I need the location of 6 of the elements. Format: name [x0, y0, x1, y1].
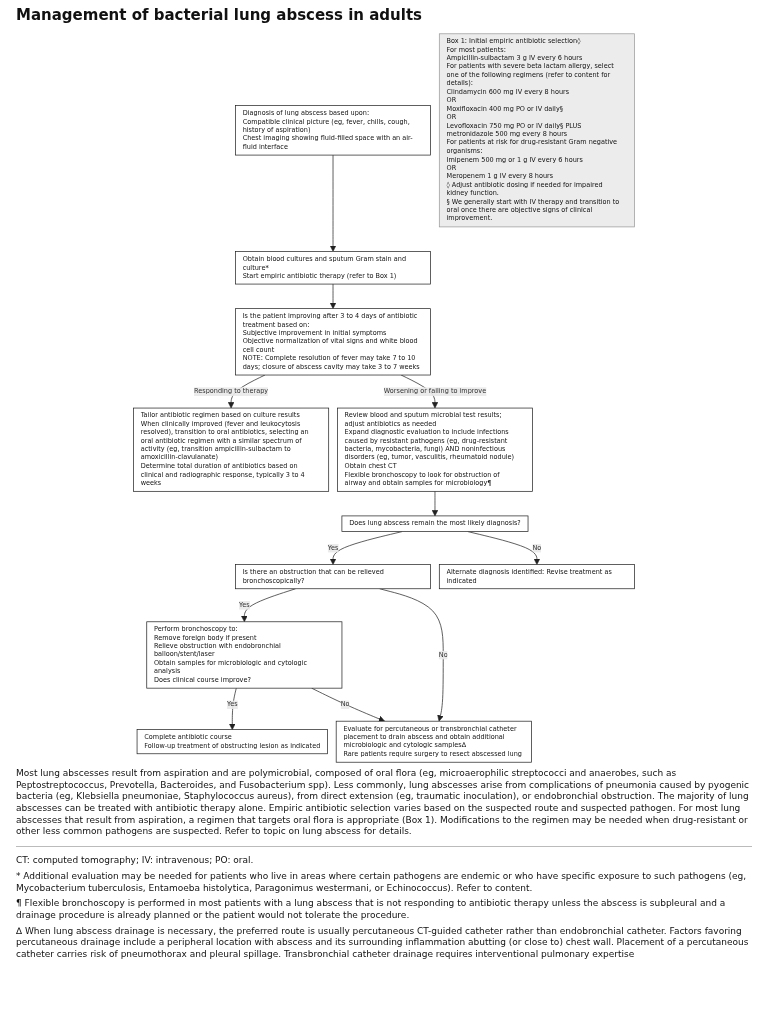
diagram-title: Management of bacterial lung abscess in adults [16, 6, 424, 24]
footnote: ¶ Flexible bronchoscopy is performed in most patients with a lung abscess that is not responding to antibiotic therapy unless the abscess is subpleural and a drainage procedure is already planned or the patient would not tolerate the procedure. [16, 898, 727, 922]
footnote: * Additional evaluation may be needed for patients who live in areas where certain pathogens are endemic or who have specific exposure to such pathogens (eg, Mycobacterium tuberculosis, Entamoeba histolytica, Paragonimus westermani, or Echinococcus). Refer to content. [16, 870, 748, 895]
footnote: CT: computed tomography; IV: intravenous; PO: oral. [16, 855, 255, 867]
footnote: ∆ When lung abscess drainage is necessary, the preferred route is usually percutaneous CT-guided catheter rather than endobronchial catheter. Factors favoring percutaneous drainage include a peripheral location with abscess and its surrounding inflammation abutting (or close to) chest wall. Placement of a percutaneous catheter carries risk of pneumothorax and pleural spillage. Transbronchial catheter drainage requires interventional pulmonary expertise [16, 925, 750, 961]
description-paragraph: Most lung abscesses result from aspiration and are polymicrobial, composed of oral flora (eg, microaerophilic streptococci and anaerobes, such as Peptostreptococcus, Prevotella, Bacteroides, and Fusobacterium spp). Less commonly, lung abscesses arise from complications of pneumonia caused by pyogenic bacteria (eg, Klebsiella pneumoniae, Staphylococcus aureus), from direct extension (eg, traumatic inoculation), or endobronchial obstruction. The majority of lung abscesses can be treated with antibiotic therapy alone. Empiric antibiotic selection varies based on the suspected route and suspected pathogen. For most lung abscesses that result from aspiration, a regimen that targets oral flora is appropriate (Box 1). Modifications to the regimen may be needed when drug-resistant or other less common pathogens are suspected. Refer to topic on lung abscess for details. [16, 768, 751, 839]
